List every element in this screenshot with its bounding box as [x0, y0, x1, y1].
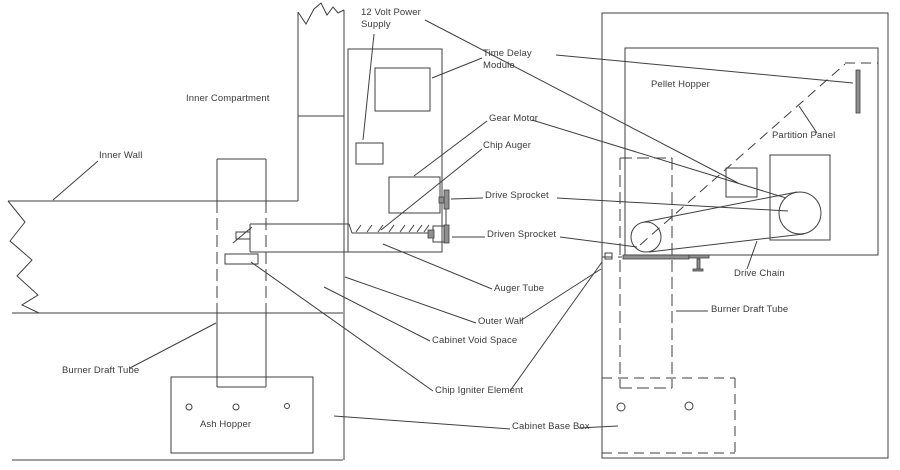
hopper-hole [284, 403, 290, 409]
igniter-bar [235, 231, 251, 240]
auger-flight-hatches [355, 224, 430, 233]
driven-sprocket-circle [630, 221, 662, 253]
partition-panel-line [639, 63, 846, 246]
drive-chain-bottom [648, 233, 805, 253]
drive-assembly [630, 191, 822, 253]
label-inner-compartment: Inner Compartment [186, 93, 270, 104]
label-gear-motor: Gear Motor [489, 113, 539, 124]
power-supply-box [355, 142, 384, 165]
leader-lines [52, 19, 854, 430]
right-panel [601, 12, 889, 459]
burner-draft-tube-left-shape [216, 158, 267, 388]
hopper-hole [185, 403, 193, 411]
power-supply-front-box [725, 167, 758, 198]
burner-draft-tube-right-shape [619, 157, 673, 389]
auger-flange-front [602, 252, 710, 272]
time-delay-module-box [374, 67, 431, 112]
cabinet-base-box-shape [602, 377, 736, 454]
label-partition-panel: Partition Panel [772, 130, 836, 141]
outer-cabinet-box [601, 12, 889, 459]
label-drive-chain: Drive Chain [734, 268, 785, 279]
label-inner-wall: Inner Wall [99, 150, 143, 161]
label-driven-sprocket: Driven Sprocket [487, 229, 557, 240]
base-hole [684, 401, 694, 411]
cabinet-box [347, 48, 443, 253]
gear-motor-front-box [769, 154, 831, 241]
base-hole [616, 402, 626, 412]
ash-hopper-box [170, 376, 314, 454]
label-cabinet-void-space: Cabinet Void Space [432, 335, 518, 346]
gear-motor-box [388, 176, 441, 214]
ash-hopper-shape [170, 376, 314, 454]
label-pellet-hopper: Pellet Hopper [651, 79, 710, 90]
driven-sprocket-bar [443, 224, 450, 244]
wall-break-zigzag-left [7, 200, 40, 314]
label-ash-hopper: Ash Hopper [200, 419, 252, 430]
igniter-mount [224, 253, 259, 265]
auger-tube-shape [249, 223, 442, 253]
label-chip-igniter-element: Chip Igniter Element [435, 385, 524, 396]
label-auger-tube: Auger Tube [494, 283, 545, 294]
label-cabinet-base-box: Cabinet Base Box [512, 421, 590, 432]
drive-sprocket-bar [443, 189, 450, 210]
time-delay-module-edge [855, 69, 861, 114]
chip-igniter-shape [224, 226, 259, 265]
label-chip-auger: Chip Auger [483, 140, 532, 151]
inner-wall-structure [7, 2, 345, 461]
label-drive-sprocket: Drive Sprocket [485, 190, 549, 201]
equipment-cabinet [347, 48, 443, 253]
hopper-hole [232, 403, 240, 411]
label-burner-draft-tube-right: Burner Draft Tube [711, 304, 789, 315]
wall-break-zigzag-top [297, 2, 345, 25]
sprockets-side-view [427, 189, 450, 244]
label-burner-draft-tube-left: Burner Draft Tube [62, 365, 140, 376]
label-outer-wall: Outer Wall [478, 316, 524, 327]
